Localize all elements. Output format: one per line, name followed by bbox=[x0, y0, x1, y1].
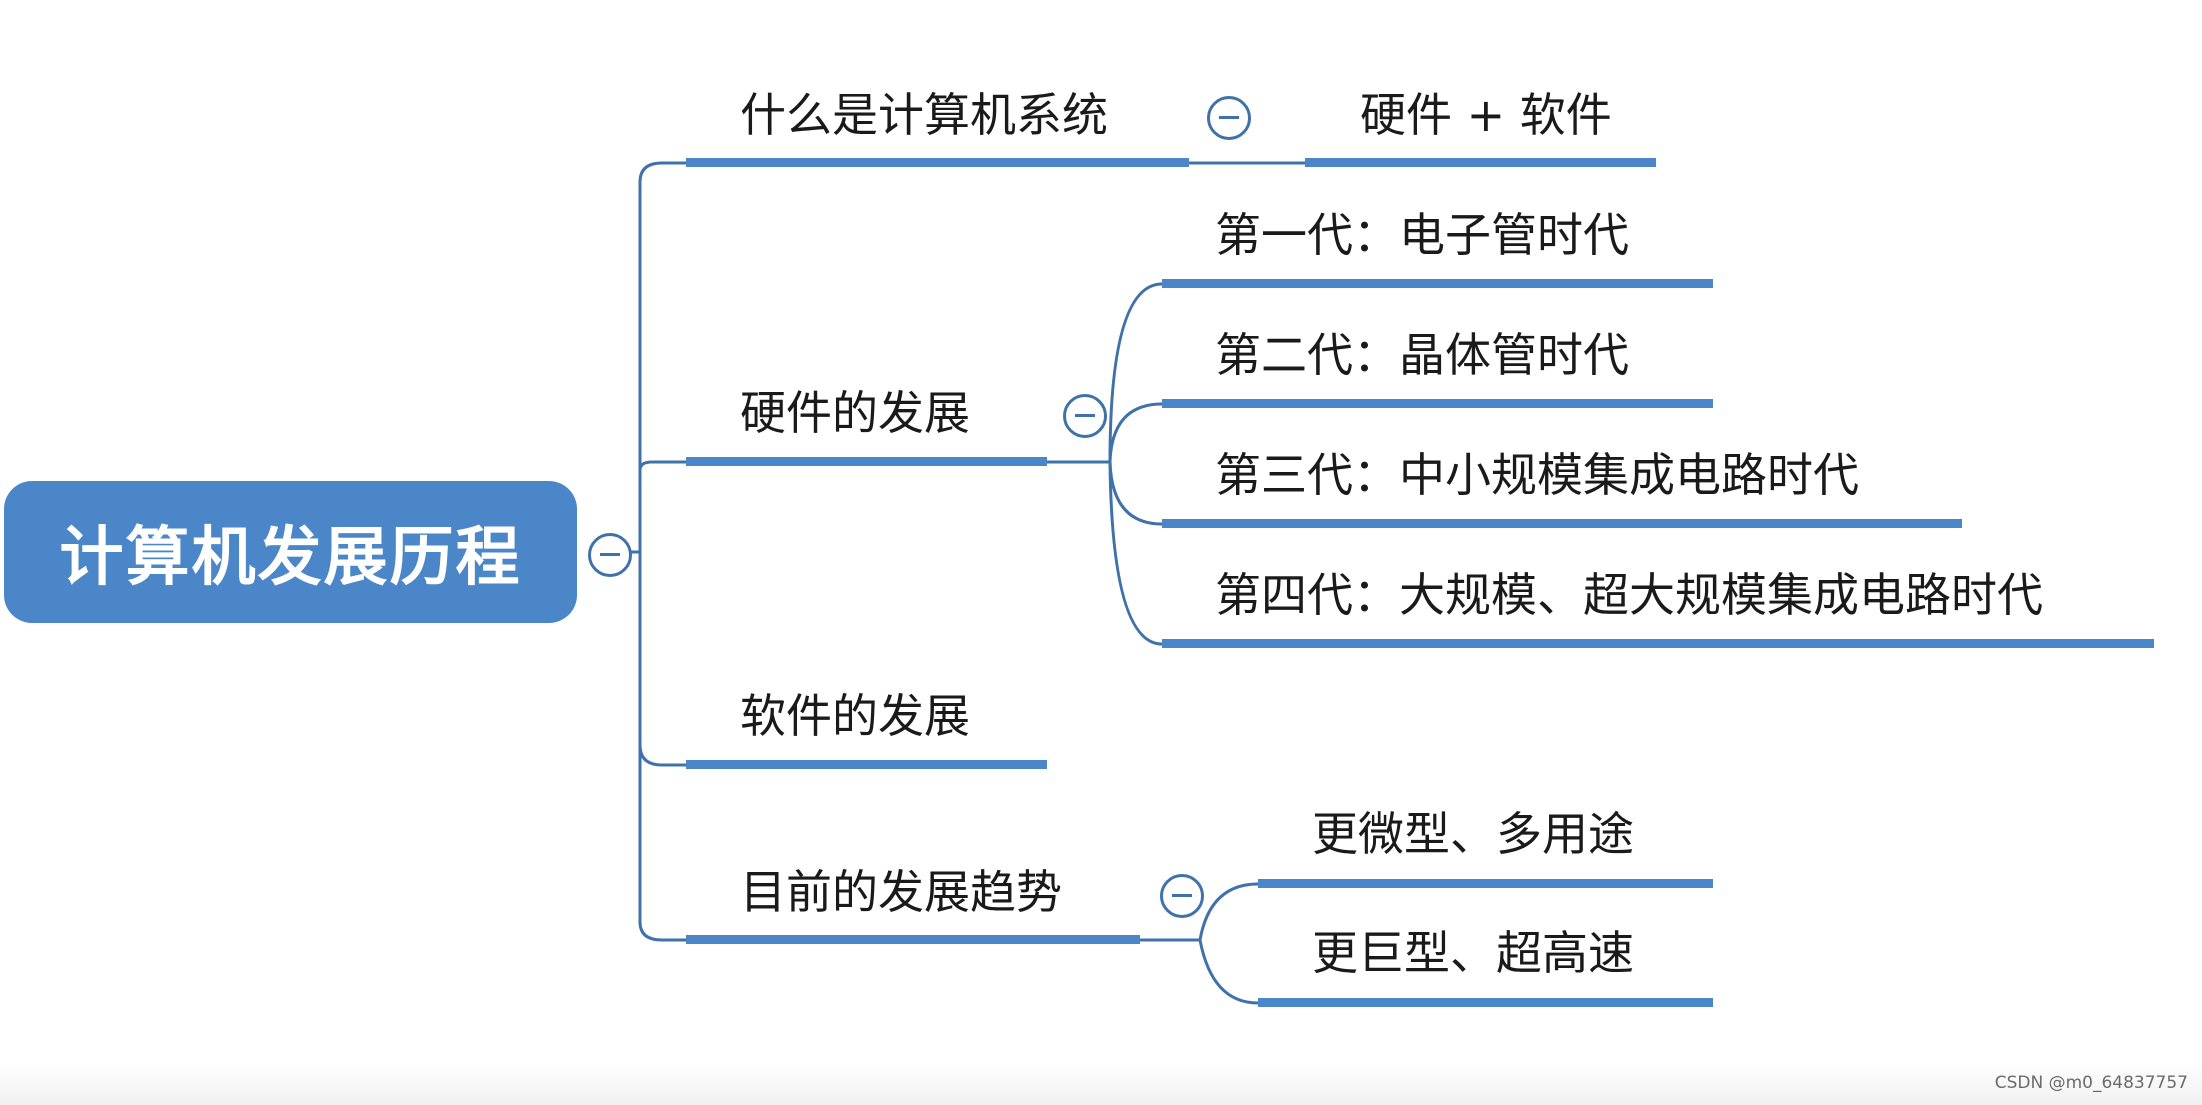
collapse-root-icon[interactable] bbox=[588, 533, 632, 577]
connector-trunk-b3 bbox=[638, 550, 690, 767]
underline-leaf-2-4 bbox=[1162, 639, 2154, 648]
collapse-branch-2-icon[interactable] bbox=[1063, 394, 1107, 438]
underline-leaf-4-2 bbox=[1258, 998, 1713, 1007]
connector-b4-c1 bbox=[1138, 882, 1260, 942]
connector-b4-c2 bbox=[1198, 938, 1260, 1005]
underline-leaf-4-1 bbox=[1258, 879, 1713, 888]
underline-branch-2 bbox=[686, 457, 1047, 466]
connector-b2-c1 bbox=[1045, 282, 1164, 464]
leaf-2-2-label[interactable]: 第二代：晶体管时代 bbox=[1215, 328, 1629, 382]
leaf-1-1-label[interactable]: 硬件 + 软件 bbox=[1360, 88, 1612, 142]
collapse-branch-1-icon[interactable] bbox=[1207, 96, 1251, 140]
branch-1-label[interactable]: 什么是计算机系统 bbox=[740, 88, 1108, 142]
watermark: CSDN @m0_64837757 bbox=[1994, 1073, 2188, 1093]
leaf-2-3-label[interactable]: 第三代：中小规模集成电路时代 bbox=[1215, 448, 1859, 502]
underline-leaf-2-1 bbox=[1162, 279, 1713, 288]
underline-leaf-2-3 bbox=[1162, 519, 1962, 528]
leaf-4-1-label[interactable]: 更微型、多用途 bbox=[1312, 807, 1634, 861]
connector-b2-c4 bbox=[1108, 460, 1164, 646]
leaf-2-1-label[interactable]: 第一代：电子管时代 bbox=[1215, 208, 1629, 262]
underline-leaf-2-2 bbox=[1162, 399, 1713, 408]
bottom-shade bbox=[0, 1063, 2202, 1105]
connector-trunk-lower bbox=[638, 743, 690, 942]
connector-trunk-upper bbox=[638, 161, 690, 554]
branch-3-label[interactable]: 软件的发展 bbox=[740, 689, 970, 743]
leaf-2-4-label[interactable]: 第四代：大规模、超大规模集成电路时代 bbox=[1215, 568, 2043, 622]
root-node[interactable]: 计算机发展历程 bbox=[4, 481, 577, 623]
connector-b2-c2 bbox=[1108, 402, 1164, 464]
underline-branch-4 bbox=[686, 935, 1140, 944]
leaf-4-2-label[interactable]: 更巨型、超高速 bbox=[1312, 926, 1634, 980]
underline-leaf-1-1 bbox=[1305, 158, 1656, 167]
underline-branch-3 bbox=[686, 760, 1047, 769]
connector-trunk-b2 bbox=[638, 460, 690, 472]
collapse-branch-4-icon[interactable] bbox=[1160, 874, 1204, 918]
underline-branch-1 bbox=[686, 158, 1189, 167]
branch-2-label[interactable]: 硬件的发展 bbox=[740, 386, 970, 440]
connector-b2-c3 bbox=[1108, 460, 1164, 526]
branch-4-label[interactable]: 目前的发展趋势 bbox=[740, 865, 1062, 919]
